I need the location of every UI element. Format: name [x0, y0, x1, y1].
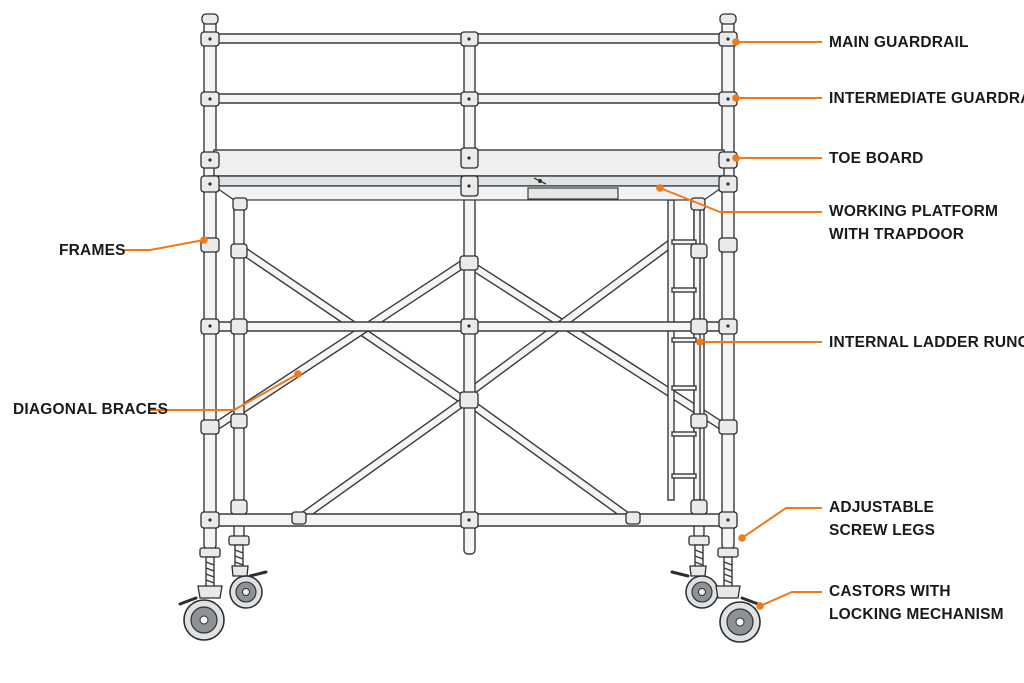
ladder-rung: [671, 337, 697, 343]
castor-wheel-icon: [715, 585, 761, 643]
label-text: MAIN GUARDRAIL: [829, 34, 969, 51]
leader-dot: [732, 154, 740, 162]
ladder-rung: [671, 473, 697, 479]
label-adjustable-screw-legs: ADJUSTABLE SCREW LEGS: [829, 496, 935, 542]
castor-wheel-icon: [178, 585, 225, 641]
diagonal-brace-left-lower: [213, 257, 471, 430]
castor-wheel-icon: [229, 565, 268, 609]
label-text-line-2: WITH TRAPDOOR: [829, 226, 965, 243]
trapdoor: [527, 187, 619, 200]
leader-adjustable-screw-legs: [741, 507, 822, 539]
leader-castors: [759, 591, 822, 607]
screw-leg-left-inner: [228, 535, 250, 568]
screw-leg-left-outer: [199, 547, 221, 588]
label-text-line-2: SCREW LEGS: [829, 522, 936, 539]
label-text-line-2: LOCKING MECHANISM: [829, 606, 1004, 623]
leader-dot: [732, 94, 740, 102]
label-intermediate-guardrail: INTERMEDIATE GUARDRAIL: [829, 87, 1024, 110]
label-main-guardrail: MAIN GUARDRAIL: [829, 31, 969, 54]
leader-diagonal-braces: [150, 373, 299, 411]
leader-dot: [656, 184, 664, 192]
label-internal-ladder-rungs: INTERNAL LADDER RUNGS: [829, 331, 1024, 354]
frame-upright-center: [463, 33, 476, 555]
label-text-line-1: WORKING PLATFORM: [829, 203, 999, 220]
castors: [178, 565, 761, 643]
diagonal-braces: [213, 239, 727, 525]
leader-frames: [124, 239, 205, 251]
callout-leaders: [124, 38, 822, 610]
label-text-line-1: CASTORS WITH: [829, 583, 951, 600]
label-text: TOE BOARD: [829, 150, 924, 167]
diagonal-brace-right-upper: [461, 257, 727, 431]
leader-dot: [294, 370, 302, 378]
label-frames: FRAMES: [59, 239, 126, 262]
label-working-platform: WORKING PLATFORM WITH TRAPDOOR: [829, 200, 998, 246]
leader-dot: [696, 338, 704, 346]
ladder-rung: [671, 239, 697, 245]
label-diagonal-braces: DIAGONAL BRACES: [13, 398, 168, 421]
label-toe-board: TOE BOARD: [829, 147, 924, 170]
castor-wheel-icon: [670, 565, 719, 609]
ladder-rung: [671, 431, 697, 437]
label-text: INTERNAL LADDER RUNGS: [829, 334, 1024, 351]
diagonal-brace-bottom-right: [461, 395, 637, 525]
leader-dot: [756, 602, 764, 610]
ladder-rail-left: [667, 199, 675, 501]
screw-leg-right-outer: [717, 547, 739, 588]
clamps: [200, 13, 738, 529]
diagonal-brace-bottom-left: [293, 395, 471, 525]
ladder-rung: [671, 287, 697, 293]
leader-dot: [738, 534, 746, 542]
label-text-line-1: ADJUSTABLE: [829, 499, 935, 516]
label-castors: CASTORS WITH LOCKING MECHANISM: [829, 580, 1004, 626]
ladder-rung: [671, 385, 697, 391]
label-text: FRAMES: [59, 242, 126, 259]
leader-dot: [732, 38, 740, 46]
screw-leg-right-inner: [688, 535, 710, 568]
leader-working-platform: [659, 187, 822, 213]
leader-dot: [200, 236, 208, 244]
label-text: DIAGONAL BRACES: [13, 401, 169, 418]
adjustable-screw-legs: [199, 535, 739, 588]
label-text: INTERMEDIATE GUARDRAIL: [829, 90, 1024, 107]
diagonal-brace-right-lower: [461, 239, 675, 400]
